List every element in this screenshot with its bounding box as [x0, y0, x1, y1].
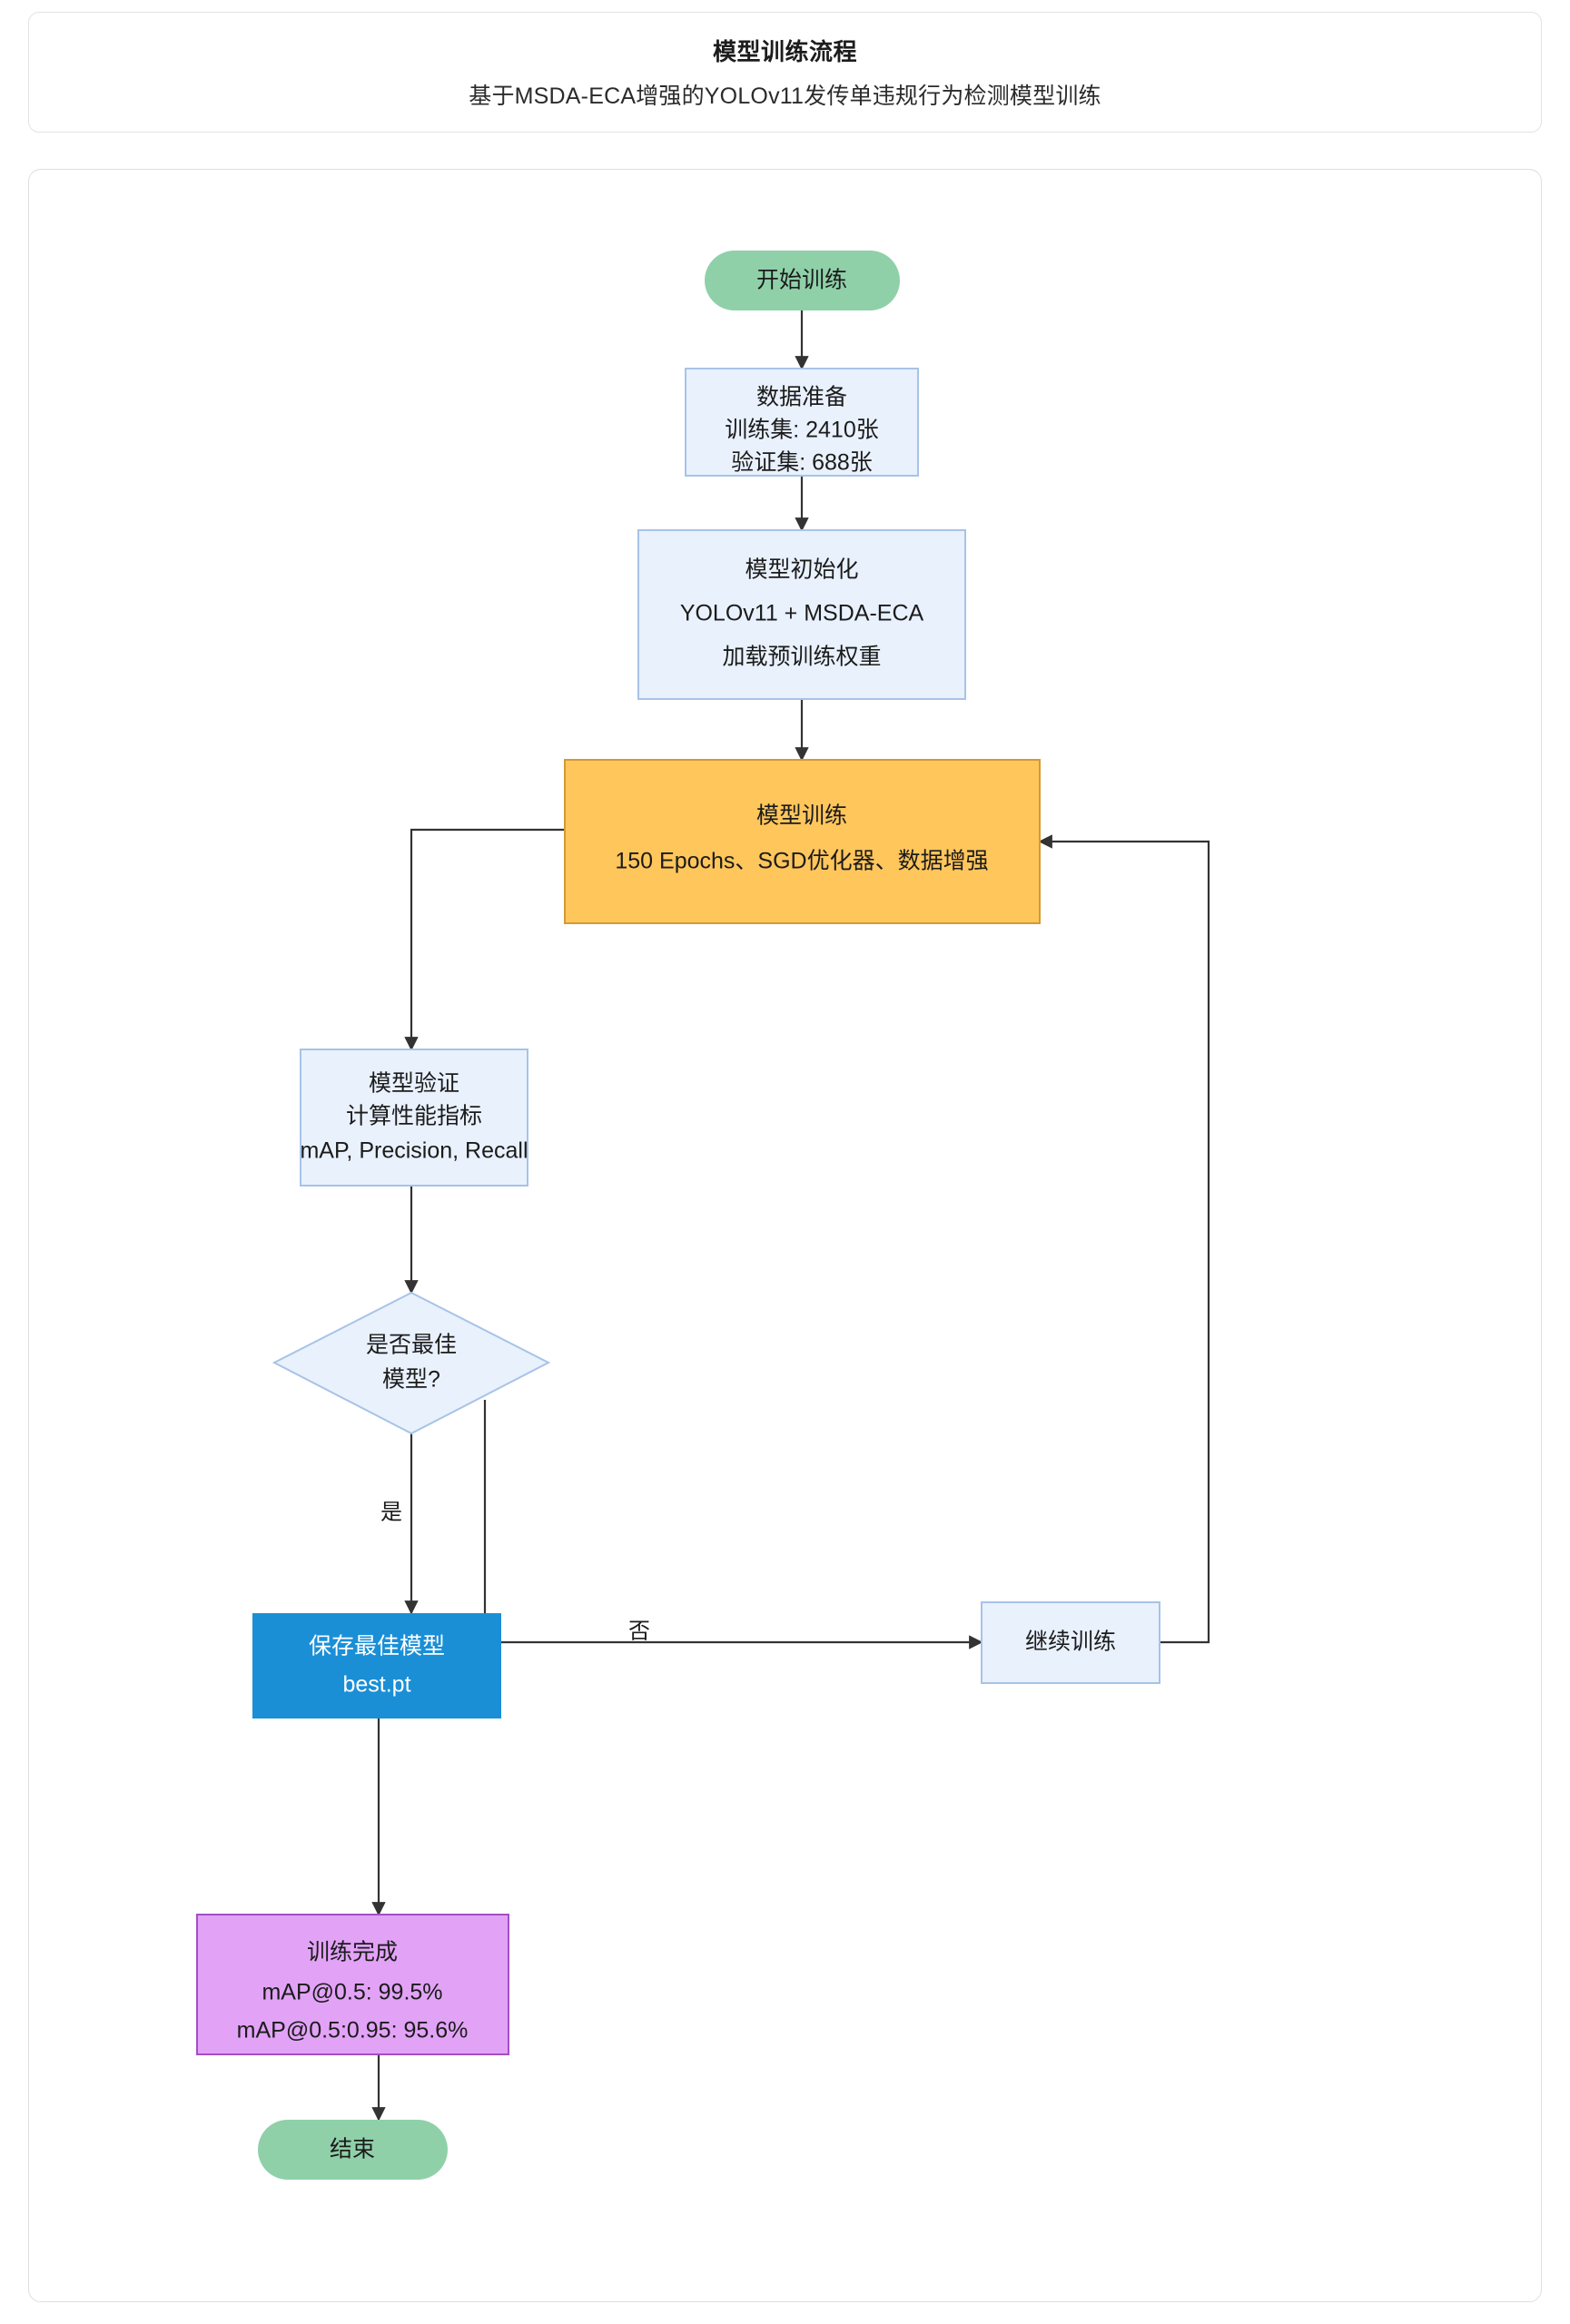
node-done-title: 训练完成 — [307, 1940, 398, 1965]
node-init-arch: YOLOv11 + MSDA-ECA — [680, 601, 924, 626]
node-decision-best-model[interactable]: 是否最佳 模型? — [272, 1291, 551, 1435]
node-model-training[interactable]: 模型训练 150 Epochs、SGD优化器、数据增强 — [564, 759, 1041, 924]
node-validate-metrics: mAP, Precision, Recall — [300, 1138, 528, 1164]
node-continue-shape — [981, 1601, 1160, 1684]
node-save-title: 保存最佳模型 — [309, 1634, 445, 1659]
page-title: 模型训练流程 — [712, 38, 857, 65]
page-subtitle: 基于MSDA-ECA增强的YOLOv11发传单违规行为检测模型训练 — [469, 84, 1101, 109]
node-train-title: 模型训练 — [756, 803, 847, 829]
node-done-shape — [196, 1914, 509, 2055]
node-decision-line1: 是否最佳 — [366, 1333, 457, 1358]
connector-decision-no-to-continue — [483, 1400, 983, 1649]
node-data-preparation[interactable]: 数据准备 训练集: 2410张 验证集: 688张 — [685, 368, 919, 477]
connector-continue-to-train — [1038, 834, 1210, 1644]
node-start-shape — [705, 251, 900, 310]
node-decision-shape — [272, 1291, 551, 1435]
node-model-validation[interactable]: 模型验证 计算性能指标 mAP, Precision, Recall — [300, 1049, 528, 1187]
node-data-shape — [685, 368, 919, 477]
node-init-shape — [637, 529, 966, 700]
node-init-title: 模型初始化 — [745, 557, 858, 583]
node-done-map5095: mAP@0.5:0.95: 95.6% — [237, 2018, 469, 2043]
node-save-best-model[interactable]: 保存最佳模型 best.pt — [252, 1613, 501, 1718]
node-init-weights: 加载预训练权重 — [722, 645, 881, 670]
node-validate-shape — [300, 1049, 528, 1187]
node-save-filename: best.pt — [342, 1672, 410, 1698]
header-card: 模型训练流程 基于MSDA-ECA增强的YOLOv11发传单违规行为检测模型训练 — [28, 12, 1542, 133]
node-continue-label: 继续训练 — [1025, 1630, 1116, 1655]
node-end-label: 结束 — [330, 2137, 375, 2162]
flowchart-svg: 是 否 开始训练 数据准备 训练集: 2410张 验证集: 688张 — [196, 251, 1210, 2180]
node-model-init[interactable]: 模型初始化 YOLOv11 + MSDA-ECA 加载预训练权重 — [637, 529, 966, 700]
node-save-shape — [252, 1613, 501, 1718]
node-end-shape — [258, 2120, 448, 2180]
edge-label-yes: 是 — [380, 1500, 402, 1524]
node-decision-line2: 模型? — [382, 1367, 440, 1393]
connector-train-to-validate — [404, 828, 565, 1051]
node-continue-training[interactable]: 继续训练 — [981, 1601, 1160, 1684]
edge-label-no: 否 — [628, 1619, 650, 1643]
node-end[interactable]: 结束 — [258, 2120, 448, 2180]
node-validate-title: 模型验证 — [369, 1071, 459, 1097]
flowchart-card: 是 否 开始训练 数据准备 训练集: 2410张 验证集: 688张 — [28, 169, 1542, 2302]
node-data-train-count: 训练集: 2410张 — [725, 418, 879, 443]
node-train-params: 150 Epochs、SGD优化器、数据增强 — [615, 849, 988, 874]
node-validate-metrics-label: 计算性能指标 — [346, 1104, 482, 1129]
node-start-label: 开始训练 — [756, 268, 847, 293]
node-train-shape — [564, 759, 1041, 924]
node-data-title: 数据准备 — [756, 385, 847, 410]
node-training-complete[interactable]: 训练完成 mAP@0.5: 99.5% mAP@0.5:0.95: 95.6% — [196, 1914, 509, 2055]
node-start[interactable]: 开始训练 — [705, 251, 900, 310]
node-data-val-count: 验证集: 688张 — [731, 450, 873, 476]
node-done-map50: mAP@0.5: 99.5% — [262, 1980, 442, 2005]
